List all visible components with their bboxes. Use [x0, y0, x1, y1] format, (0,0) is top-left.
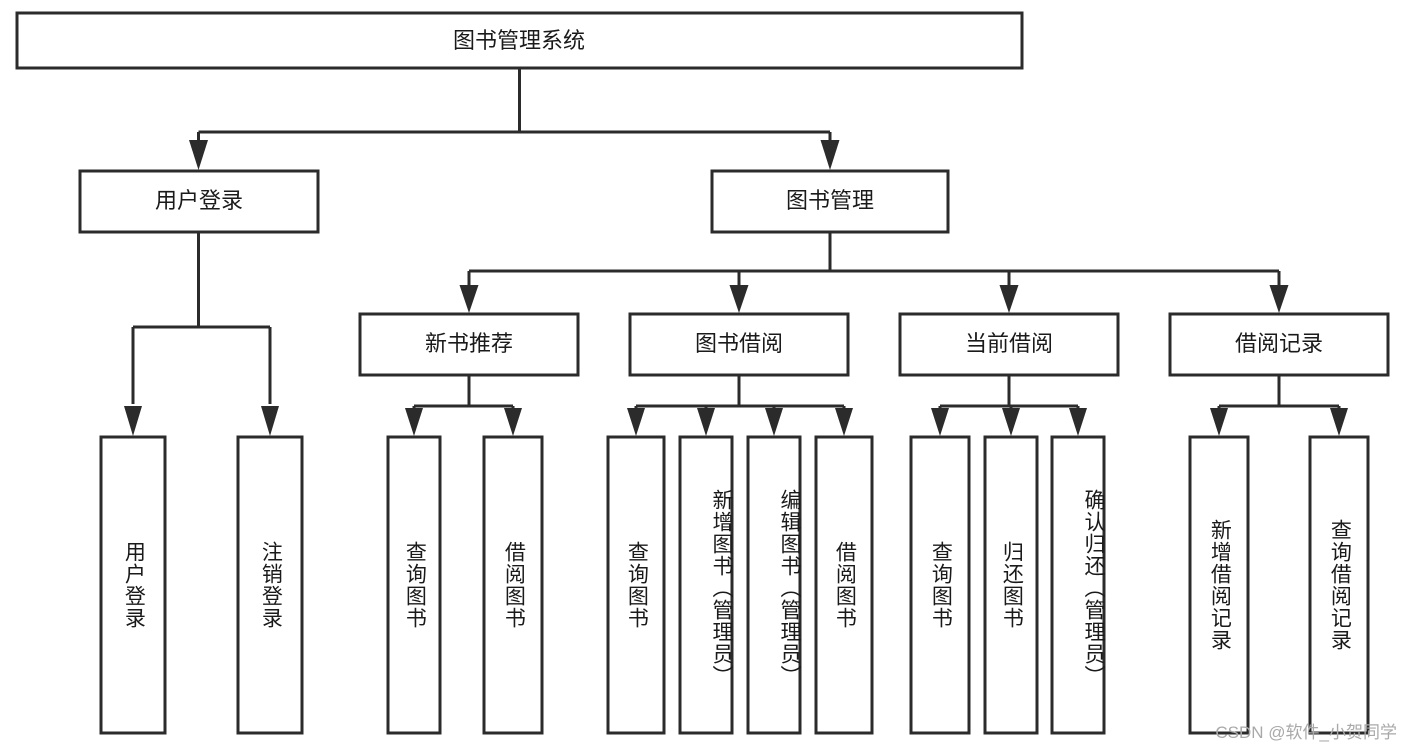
node-borrow-records-label: 借阅记录 — [1235, 331, 1323, 356]
node-current-borrow-label: 当前借阅 — [965, 331, 1053, 356]
arrowhead-leaf-query-books-rec — [405, 408, 423, 436]
node-leaf-query-books-rec-rect[interactable] — [386, 435, 442, 735]
node-borrow-records[interactable]: 借阅记录 — [1168, 312, 1390, 377]
connector-layer — [124, 68, 1348, 436]
node-user-login-rect[interactable] — [78, 169, 320, 234]
node-leaf-confirm-return-rect[interactable] — [1050, 435, 1106, 735]
arrowhead-borrow-records — [1269, 285, 1289, 313]
node-current-borrow-rect[interactable] — [898, 312, 1120, 377]
node-book-borrow[interactable]: 图书借阅 — [628, 312, 850, 377]
arrowhead-leaf-return-books — [1002, 408, 1020, 436]
node-root-rect[interactable] — [15, 11, 1024, 70]
arrowhead-leaf-add-record — [1210, 408, 1228, 436]
node-borrow-records-rect[interactable] — [1168, 312, 1390, 377]
node-root[interactable]: 图书管理系统 — [15, 11, 1024, 70]
node-leaf-add-record-rect[interactable] — [1188, 435, 1250, 735]
arrowhead-leaf-query-record — [1330, 408, 1348, 436]
node-new-book-recommend[interactable]: 新书推荐 — [358, 312, 580, 377]
arrowhead-new-book-recommend — [459, 285, 479, 313]
arrowhead-leaf-borrow-books-bor — [835, 408, 853, 436]
node-user-login[interactable]: 用户登录 — [78, 169, 320, 234]
arrowhead-leaf-query-books-cur — [931, 408, 949, 436]
arrowhead-book-borrow — [729, 285, 749, 313]
arrowhead-leaf-confirm-return — [1069, 408, 1087, 436]
node-new-book-recommend-label: 新书推荐 — [425, 331, 513, 356]
node-leaf-logout-rect[interactable] — [236, 435, 304, 735]
node-leaf-query-books-cur-rect[interactable] — [909, 435, 971, 735]
node-leaf-borrow-books-rec-rect[interactable] — [482, 435, 544, 735]
csdn-watermark: CSDN @软件_小贺同学 — [1215, 723, 1397, 742]
node-root-label: 图书管理系统 — [453, 28, 585, 53]
node-leaf-user-login-rect[interactable] — [99, 435, 167, 735]
arrowhead-book-management — [820, 140, 840, 170]
node-leaf-edit-book-admin-rect[interactable] — [746, 435, 802, 735]
arrowhead-user-login — [189, 140, 208, 170]
node-book-borrow-label: 图书借阅 — [695, 331, 783, 356]
arrowhead-leaf-user-login — [124, 406, 142, 436]
node-current-borrow[interactable]: 当前借阅 — [898, 312, 1120, 377]
node-leaf-borrow-books-bor-rect[interactable] — [814, 435, 874, 735]
node-user-login-label: 用户登录 — [155, 188, 243, 213]
arrowhead-leaf-add-book-admin — [697, 408, 715, 436]
arrowhead-leaf-query-books-bor — [627, 408, 645, 436]
node-layer: 图书管理系统 用户登录 图书管理 新书推荐 图书借阅 当前 — [15, 11, 1390, 735]
node-book-management-label: 图书管理 — [786, 188, 874, 213]
node-new-book-recommend-rect[interactable] — [358, 312, 580, 377]
node-book-management-rect[interactable] — [710, 169, 950, 234]
node-leaf-query-record-rect[interactable] — [1308, 435, 1370, 735]
node-leaf-add-book-admin-rect[interactable] — [678, 435, 734, 735]
arrowhead-leaf-borrow-books-rec — [504, 408, 522, 436]
node-leaf-return-books-rect[interactable] — [983, 435, 1039, 735]
arrowhead-leaf-logout — [261, 406, 279, 436]
node-leaf-query-books-bor-rect[interactable] — [606, 435, 666, 735]
arrowhead-current-borrow — [999, 285, 1019, 313]
node-book-borrow-rect[interactable] — [628, 312, 850, 377]
node-book-management[interactable]: 图书管理 — [710, 169, 950, 234]
arrowhead-leaf-edit-book-admin — [765, 408, 783, 436]
